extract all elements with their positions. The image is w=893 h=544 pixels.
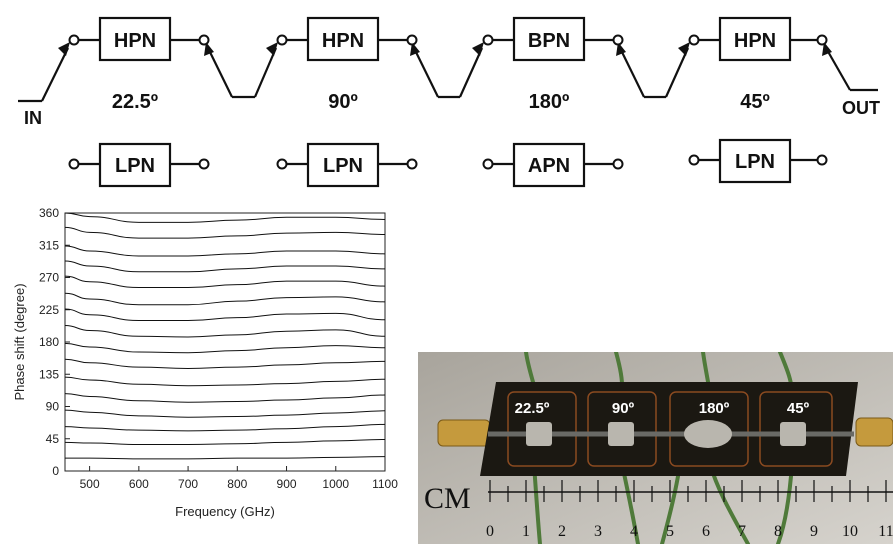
phase-state-line-7 (64, 342, 386, 354)
x-tick-label: 700 (178, 477, 198, 491)
phase-state-line-9 (64, 308, 386, 321)
phase-state-line-2 (64, 423, 386, 432)
x-tick-label: 1000 (322, 477, 349, 491)
stage4-bottom-block-label: LPN (735, 151, 775, 173)
photo-label-90: 90º (612, 400, 635, 417)
phase-state-line-0 (64, 456, 386, 460)
y-tick-label: 270 (39, 271, 59, 285)
stage2-top-block-label: HPN (322, 30, 364, 52)
ruler-number: 11 (878, 523, 893, 540)
y-tick-label: 360 (39, 206, 59, 220)
stage3-top-block-label: BPN (528, 30, 570, 52)
ruler-number: 9 (810, 523, 818, 540)
photo-label-45: 45º (787, 400, 810, 417)
phase-state-line-1 (64, 438, 386, 445)
stage3-angle-label: 180º (529, 91, 570, 113)
y-tick-label: 225 (39, 303, 59, 317)
fabricated-device-photo: 22.5º 90º 180º 45º 0 1 2 3 4 5 6 7 8 9 10 11 CM (418, 352, 893, 544)
stage1-top-block-label: HPN (114, 30, 156, 52)
x-tick-label: 1100 (372, 477, 398, 491)
phase-state-line-5 (64, 376, 386, 387)
y-tick-label: 45 (46, 432, 60, 446)
y-tick-label: 135 (39, 367, 59, 381)
sma-connector-left (437, 419, 491, 447)
phase-state-line-11 (64, 275, 386, 289)
x-tick-label: 500 (80, 477, 100, 491)
phase-state-line-3 (64, 409, 386, 418)
stage2-angle-label: 90º (328, 91, 358, 113)
ruler-number: 0 (486, 523, 494, 540)
phase-state-line-12 (64, 260, 386, 273)
photo-label-180: 180º (699, 400, 730, 417)
ruler-number: 8 (774, 523, 782, 540)
y-tick-label: 90 (46, 400, 60, 414)
ruler-number: 5 (666, 523, 674, 540)
x-tick-label: 800 (227, 477, 247, 491)
phase-state-line-8 (64, 325, 386, 338)
ruler-number: 2 (558, 523, 566, 540)
x-tick-label: 600 (129, 477, 149, 491)
x-tick-label: 900 (277, 477, 297, 491)
stage1-angle-label: 22.5º (112, 91, 158, 113)
phase-state-line-4 (64, 393, 386, 403)
phase-state-line-13 (64, 245, 386, 257)
ruler-number: 3 (594, 523, 602, 540)
ruler-number: 1 (522, 523, 530, 540)
ruler-number: 10 (842, 523, 858, 540)
y-tick-label: 180 (39, 335, 59, 349)
phase-state-line-15 (64, 212, 386, 223)
stage4-angle-label: 45º (740, 91, 770, 113)
phase-shifter-schematic: HPN LPN HPN LPN BPN APN HPN LPN 22.5º 90… (18, 16, 880, 188)
input-port-label: IN (24, 108, 42, 128)
ruler-number: 4 (630, 523, 638, 540)
plot-frame (64, 212, 386, 472)
output-port-label: OUT (842, 98, 880, 118)
ruler-number: 6 (702, 523, 710, 540)
phase-state-line-14 (64, 226, 386, 239)
photo-label-22p5: 22.5º (515, 400, 550, 417)
circuit-board (480, 382, 858, 476)
phase-shift-chart: 0 45 90 135 180 225 270 315 360 500 600 700 800 900 10… (12, 206, 398, 519)
stage3-bottom-block-label: APN (528, 155, 570, 177)
phase-state-line-10 (64, 292, 386, 306)
ruler-unit-label: CM (424, 482, 471, 515)
sma-connector-right (855, 417, 893, 447)
stage2-bottom-block-label: LPN (323, 155, 363, 177)
y-axis-title: Phase shift (degree) (12, 283, 27, 400)
stage4-top-block-label: HPN (734, 30, 776, 52)
phase-state-line-6 (64, 358, 386, 370)
y-tick-label: 315 (39, 238, 59, 252)
x-axis-title: Frequency (GHz) (175, 504, 275, 519)
y-tick-label: 0 (52, 464, 59, 478)
ruler-number: 7 (738, 523, 746, 540)
stage1-bottom-block-label: LPN (115, 155, 155, 177)
